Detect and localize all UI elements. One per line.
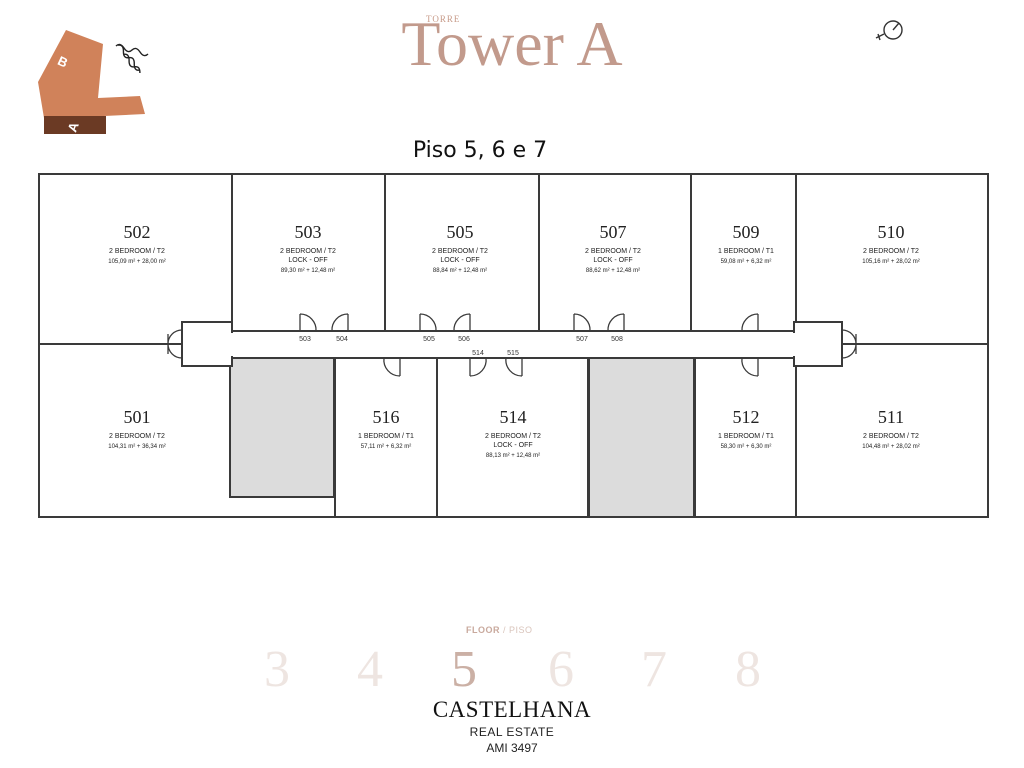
floor-label-pt: PISO: [509, 625, 533, 635]
unit-507[interactable]: 507 2 BEDROOM / T2 LOCK - OFF 88,62 m² +…: [585, 222, 641, 274]
torre-label: TORRE: [426, 14, 461, 24]
unit-area: 88,84 m² + 12,48 m²: [433, 268, 487, 274]
plan-top-wing-outline: [38, 173, 989, 345]
unit-type: 2 BEDROOM / T2: [485, 433, 541, 440]
unit-505[interactable]: 505 2 BEDROOM / T2 LOCK - OFF 88,84 m² +…: [432, 222, 488, 274]
unit-511[interactable]: 511 2 BEDROOM / T2 104,48 m² + 28,02 m²: [862, 407, 920, 450]
unit-type: 1 BEDROOM / T1: [718, 248, 774, 255]
unit-type: 1 BEDROOM / T1: [358, 433, 414, 440]
unit-type: 2 BEDROOM / T2: [109, 433, 165, 440]
elevator-core-right: [588, 357, 695, 518]
unit-lock-off: LOCK - OFF: [288, 257, 327, 264]
key-plan-building-shape: [38, 30, 145, 118]
door-label-505: 505: [423, 336, 435, 343]
floor-option-8[interactable]: 8: [735, 641, 761, 698]
door-label-514: 514: [472, 350, 484, 357]
floor-option-7[interactable]: 7: [641, 641, 667, 698]
floor-option-3[interactable]: 3: [264, 641, 290, 698]
unit-509[interactable]: 509 1 BEDROOM / T1 59,08 m² + 6,32 m²: [718, 222, 774, 265]
unit-type: 2 BEDROOM / T2: [585, 248, 641, 255]
floor-option-6[interactable]: 6: [548, 641, 574, 698]
unit-type: 1 BEDROOM / T1: [718, 433, 774, 440]
plan-bottom-wing-outline: [38, 343, 989, 518]
unit-lock-off: LOCK - OFF: [593, 257, 632, 264]
brand-subtitle: REAL ESTATE: [469, 725, 555, 739]
unit-number: 509: [733, 222, 760, 242]
compass-icon: [875, 20, 903, 41]
floor-label-en: FLOOR: [466, 625, 500, 635]
floor-option-5[interactable]: 5: [451, 641, 477, 698]
unit-516[interactable]: 516 1 BEDROOM / T1 57,11 m² + 6,32 m²: [358, 407, 414, 450]
unit-area: 57,11 m² + 6,32 m²: [361, 444, 411, 450]
unit-type: 2 BEDROOM / T2: [109, 248, 165, 255]
door-swings: [167, 313, 857, 377]
unit-number: 507: [600, 222, 627, 242]
unit-area: 88,62 m² + 12,48 m²: [586, 268, 640, 274]
unit-514[interactable]: 514 2 BEDROOM / T2 LOCK - OFF 88,13 m² +…: [485, 407, 541, 459]
unit-area: 89,30 m² + 12,48 m²: [281, 268, 335, 274]
unit-number: 514: [500, 407, 527, 427]
unit-501[interactable]: 501 2 BEDROOM / T2 104,31 m² + 36,34 m²: [108, 407, 166, 450]
unit-number: 502: [124, 222, 151, 242]
unit-area: 88,13 m² + 12,48 m²: [486, 453, 540, 459]
unit-area: 59,08 m² + 6,32 m²: [721, 259, 772, 265]
unit-number: 512: [733, 407, 760, 427]
unit-number: 501: [124, 407, 151, 427]
unit-503[interactable]: 503 2 BEDROOM / T2 LOCK - OFF 89,30 m² +…: [280, 222, 336, 274]
stair-core-left: [229, 357, 335, 498]
unit-lock-off: LOCK - OFF: [440, 257, 479, 264]
unit-number: 511: [878, 407, 904, 427]
unit-area: 104,31 m² + 36,34 m²: [108, 444, 166, 450]
key-plan-tower-a-block: [44, 116, 106, 134]
key-plan: B A: [38, 30, 149, 134]
unit-type: 2 BEDROOM / T2: [863, 433, 919, 440]
water-waves-icon: [115, 43, 149, 74]
unit-number: 516: [373, 407, 400, 427]
door-label-508: 508: [611, 336, 623, 343]
unit-512[interactable]: 512 1 BEDROOM / T1 58,30 m² + 6,30 m²: [718, 407, 774, 450]
unit-area: 105,16 m² + 28,02 m²: [862, 259, 920, 265]
floor-option-4[interactable]: 4: [357, 641, 383, 698]
door-label-503: 503: [299, 336, 311, 343]
unit-type: 2 BEDROOM / T2: [432, 248, 488, 255]
unit-area: 105,09 m² + 28,00 m²: [108, 259, 166, 265]
unit-number: 505: [447, 222, 474, 242]
door-label-504: 504: [336, 336, 348, 343]
unit-area: 58,30 m² + 6,30 m²: [721, 444, 772, 450]
door-label-507: 507: [576, 336, 588, 343]
unit-number: 510: [878, 222, 905, 242]
unit-type: 2 BEDROOM / T2: [280, 248, 336, 255]
unit-502[interactable]: 502 2 BEDROOM / T2 105,09 m² + 28,00 m²: [108, 222, 166, 265]
unit-510[interactable]: 510 2 BEDROOM / T2 105,16 m² + 28,02 m²: [862, 222, 920, 265]
floor-caption: Piso 5, 6 e 7: [412, 138, 548, 163]
brand-name: CASTELHANA: [432, 697, 592, 722]
unit-number: 503: [295, 222, 322, 242]
floor-selector-label: FLOOR / PISO: [466, 625, 533, 635]
license-reference: AMI 3497: [486, 741, 538, 755]
unit-lock-off: LOCK - OFF: [493, 442, 532, 449]
door-label-515: 515: [507, 350, 519, 357]
tower-title: Tower A: [401, 8, 623, 79]
door-label-506: 506: [458, 336, 470, 343]
unit-type: 2 BEDROOM / T2: [863, 248, 919, 255]
unit-area: 104,48 m² + 28,02 m²: [862, 444, 920, 450]
